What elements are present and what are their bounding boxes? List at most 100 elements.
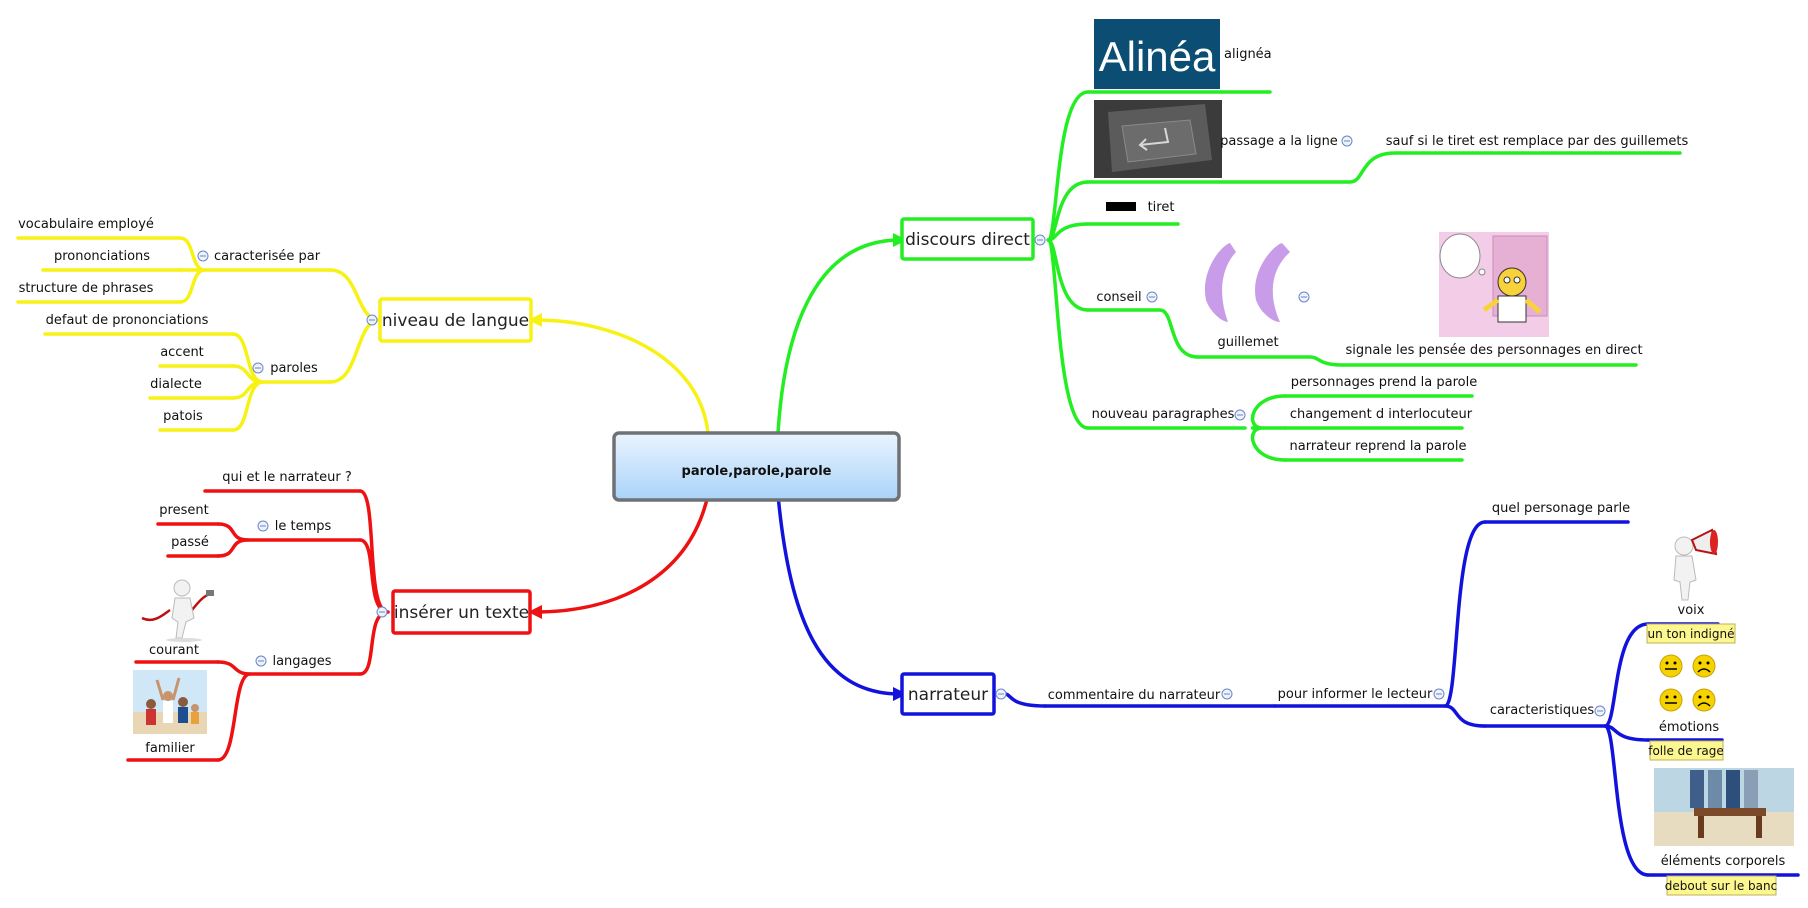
topic-narrateur[interactable]: narrateur [900,672,996,716]
collapse-icon[interactable] [1234,409,1246,421]
alinea-logo-text: Alinéa [1099,33,1216,80]
connector-caracterisee-children [178,236,207,304]
family-photo-icon [133,670,207,734]
collapse-icon[interactable] [1034,234,1046,246]
connector-informer-children [1443,520,1487,728]
topic-label-niveau: niveau de langue [382,311,529,331]
topic-box-discours [900,217,1035,261]
node-nouveau-paragraphes[interactable]: nouveau paragraphes [1092,407,1235,422]
node-vocabulaire[interactable]: vocabulaire employé [18,217,154,232]
guillemet-quote-icon [1204,243,1290,322]
node-paroles[interactable]: paroles [270,361,318,376]
node-narrateur-reprend[interactable]: narrateur reprend la parole [1290,439,1467,454]
collapse-icon[interactable] [376,606,388,618]
collapse-icons [197,135,1606,717]
topic-box-inserer [391,589,532,635]
plug-figure-icon [141,579,214,642]
labels-niveau: caracterisée par vocabulaire employé pro… [18,217,321,424]
topic-box-niveau [378,297,533,343]
node-quel-personage[interactable]: quel personage parle [1492,501,1630,516]
node-guillemet[interactable]: guillemet [1217,335,1278,350]
note-debout-sur-le-banc: debout sur le banc [1665,875,1777,896]
connector-caracteristiques-children [1603,622,1650,877]
node-personnages-prend[interactable]: personnages prend la parole [1291,375,1477,390]
topic-label-discours: discours direct [905,230,1030,250]
node-signale-les-pensees[interactable]: signale les pensée des personnages en di… [1345,343,1642,358]
node-courant[interactable]: courant [149,643,199,658]
collapse-icon[interactable] [366,314,378,326]
node-accent[interactable]: accent [160,345,204,360]
collapse-icon[interactable] [1298,291,1310,303]
labels-inserer: qui et le narrateur ? le temps present p… [145,470,351,756]
topic-box-narrateur [900,672,996,716]
note-text-emotions: folle de rage [1648,744,1724,758]
node-familier[interactable]: familier [145,741,195,756]
note-un-ton-indigne: un ton indigné [1646,623,1736,644]
node-le-temps[interactable]: le temps [275,519,332,534]
collapse-icon[interactable] [197,250,209,262]
collapse-icon[interactable] [255,655,267,667]
underline-conseil [1086,308,1200,359]
node-patois[interactable]: patois [163,409,203,424]
central-topic-label: parole,parole,parole [682,464,832,479]
node-passage-a-la-ligne[interactable]: passage a la ligne [1220,134,1338,149]
node-emotions[interactable]: émotions [1659,720,1720,735]
central-topic-box [612,431,901,502]
collapse-icon[interactable] [1341,135,1353,147]
topic-discours-direct[interactable]: discours direct [900,217,1035,261]
collapse-icon[interactable] [1146,291,1158,303]
node-structure[interactable]: structure de phrases [19,281,154,296]
connector-temps-children [216,522,250,558]
node-qui-et-le-narrateur[interactable]: qui et le narrateur ? [222,470,352,485]
node-langages[interactable]: langages [272,654,331,669]
node-passe[interactable]: passé [171,535,209,550]
connector-discours-children [1046,90,1090,430]
connector-niveau-to-caracterisee [328,268,382,322]
alinea-logo-icon: Alinéa [1094,19,1220,89]
collapse-icon[interactable] [257,520,269,532]
node-sauf-si-tiret[interactable]: sauf si le tiret est remplace par des gu… [1386,134,1689,149]
connector-inserer-children [358,489,390,676]
node-prononciations[interactable]: prononciations [54,249,150,264]
connector-central-to-niveau [528,313,710,435]
collapse-icon[interactable] [1594,705,1606,717]
megaphone-figure-icon [1673,528,1718,601]
node-caracteristiques[interactable]: caracteristiques [1490,703,1595,718]
collapse-icon[interactable] [1221,688,1233,700]
note-text-corporels: debout sur le banc [1665,879,1777,893]
node-commentaire-du-narrateur[interactable]: commentaire du narrateur [1048,688,1221,703]
branch-discours-direct [776,90,1682,462]
node-conseil[interactable]: conseil [1096,290,1141,305]
connector-central-to-discours [776,233,907,435]
collapse-icon[interactable] [252,362,264,374]
people-on-bench-icon [1654,768,1794,846]
node-tiret[interactable]: tiret [1148,200,1175,215]
dash-icon [1106,202,1136,211]
collapse-icon[interactable] [1433,688,1445,700]
collapse-icon[interactable] [995,688,1007,700]
node-present[interactable]: present [159,503,208,518]
connector-paroles-children [231,332,265,432]
topic-inserer-un-texte[interactable]: insérer un texte [391,589,532,635]
note-folle-de-rage: folle de rage [1648,740,1724,761]
node-voix[interactable]: voix [1678,603,1705,618]
node-defaut[interactable]: defaut de prononciations [46,313,209,328]
node-aligna[interactable]: alignéa [1224,47,1272,62]
topic-niveau-de-langue[interactable]: niveau de langue [378,297,533,343]
central-topic[interactable]: parole,parole,parole [612,431,901,502]
underline-guillemet [1196,355,1638,367]
smiley-faces-icon [1659,654,1716,712]
connector-central-to-narrateur [776,493,907,701]
topic-label-narrateur: narrateur [908,685,988,705]
connector-langages-children [216,660,252,762]
connector-niveau-to-paroles [328,318,382,384]
node-caracterisee[interactable]: caracterisée par [214,249,321,264]
connector-nouveau-children [1250,394,1287,462]
connector-narrateur-to-commentaire [1003,692,1047,708]
branch-niveau-de-langue [16,236,710,435]
node-pour-informer[interactable]: pour informer le lecteur [1278,687,1433,702]
node-elements-corporels[interactable]: éléments corporels [1661,854,1786,869]
node-dialecte[interactable]: dialecte [150,377,202,392]
node-changement[interactable]: changement d interlocuteur [1290,407,1473,422]
